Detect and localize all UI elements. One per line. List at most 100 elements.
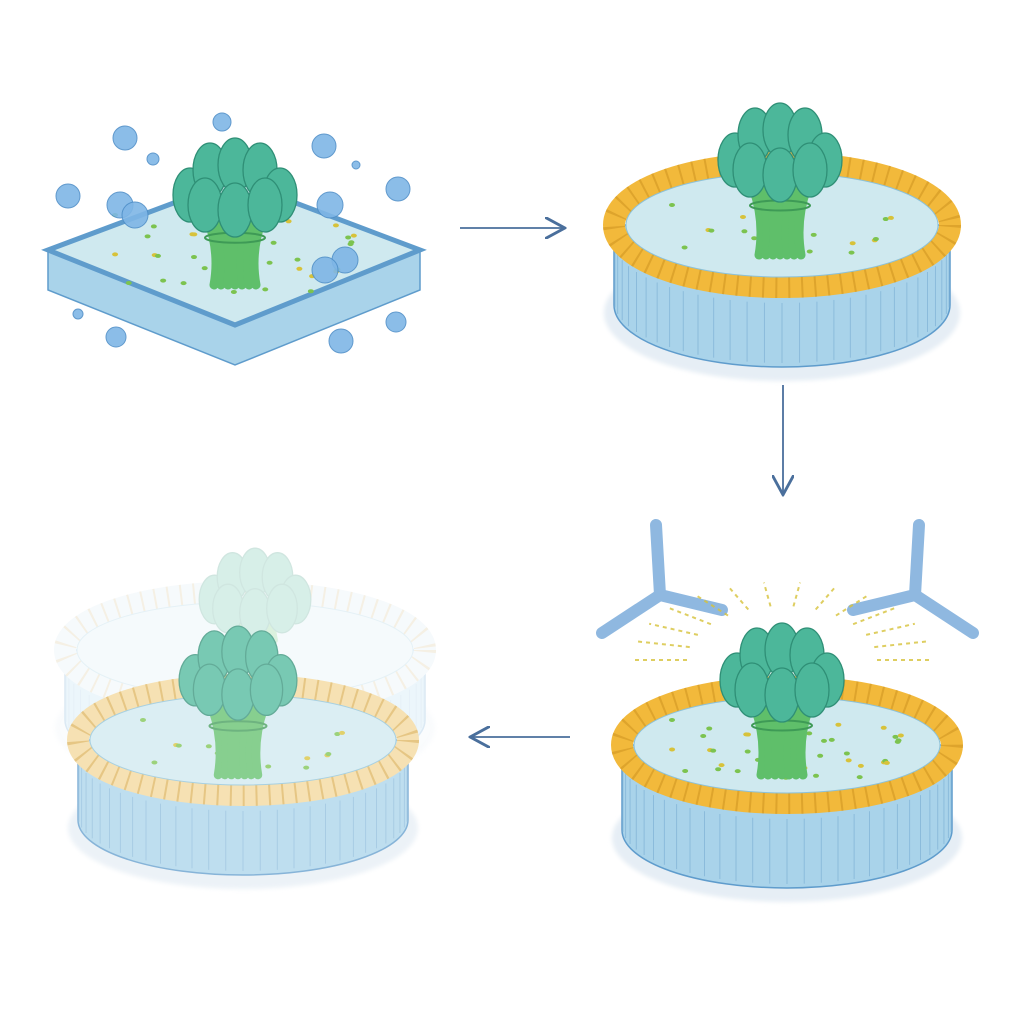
antibody-arm xyxy=(654,589,728,616)
debris-particle xyxy=(270,240,277,245)
protein-band xyxy=(227,610,283,622)
protein-lobe xyxy=(279,574,312,625)
bubble-icon xyxy=(121,201,149,229)
debris-particle xyxy=(175,743,182,748)
debris-particle xyxy=(112,252,119,257)
antibody-icon xyxy=(596,519,728,639)
debris-particle xyxy=(347,242,354,247)
protein-stalk xyxy=(243,215,258,290)
bubble-icon xyxy=(55,183,81,209)
debris-particle xyxy=(230,289,237,294)
debris-particle xyxy=(856,775,863,780)
debris-particle xyxy=(849,241,856,246)
debris-particle xyxy=(150,224,157,229)
bubble-icon xyxy=(385,311,407,333)
debris-particle xyxy=(739,214,746,219)
debris-particle xyxy=(857,763,864,768)
debris-particle xyxy=(828,737,835,742)
debris-particle xyxy=(303,765,310,770)
protein-lobe xyxy=(734,662,770,718)
debris-particle xyxy=(669,747,676,752)
protein-lobe xyxy=(249,663,284,717)
protein-complex-icon xyxy=(719,622,845,780)
bubble-icon xyxy=(72,308,84,320)
debris-particle xyxy=(821,738,828,743)
debris-particle xyxy=(700,733,707,738)
protein-lobe xyxy=(764,667,800,723)
release-streak xyxy=(648,622,699,636)
debris-particle xyxy=(294,257,301,262)
protein-complex-icon xyxy=(172,137,298,290)
nanodisc-with-protein xyxy=(603,102,961,381)
protein-lobe xyxy=(216,552,249,602)
debris-particle xyxy=(882,217,889,222)
bubble-icon xyxy=(212,112,232,132)
debris-particle xyxy=(682,769,689,774)
debris-particle xyxy=(191,232,198,237)
protein-complex-icon xyxy=(178,625,298,780)
antibody-icon xyxy=(847,519,979,639)
debris-particle xyxy=(345,235,352,240)
rim-segments xyxy=(611,676,963,814)
debris-particle xyxy=(734,769,741,774)
debris-particle xyxy=(669,718,675,722)
debris-particle xyxy=(745,732,752,737)
lipid-disc-icon xyxy=(67,674,419,889)
debris-particle xyxy=(883,760,890,765)
debris-particle xyxy=(872,237,879,242)
debris-particle xyxy=(897,733,904,738)
debris-particle xyxy=(669,203,675,207)
antibody-arm xyxy=(650,519,666,601)
bubble-icon xyxy=(385,176,411,202)
debris-particle xyxy=(307,289,314,294)
debris-particle xyxy=(880,725,887,730)
protein-lobe xyxy=(187,177,223,233)
debris-particle xyxy=(201,266,208,271)
debris-particle xyxy=(751,236,758,241)
debris-particle xyxy=(262,287,269,292)
debris-particle xyxy=(266,260,273,265)
bubble-icon xyxy=(146,152,160,166)
antibody-arm xyxy=(596,589,666,639)
debris-particle xyxy=(806,249,813,254)
debris-particle xyxy=(887,215,894,220)
protein-complex-icon xyxy=(717,102,843,260)
protein-lobe xyxy=(732,142,768,198)
protein-stalk xyxy=(759,703,774,780)
release-streak xyxy=(762,582,772,607)
debris-particle xyxy=(848,250,855,255)
debris-particle xyxy=(835,722,842,727)
bubble-icon xyxy=(351,160,361,170)
protein-stalk xyxy=(216,704,231,780)
debris-particle xyxy=(125,281,132,286)
protein-lobe xyxy=(261,552,294,602)
debris-particle xyxy=(718,763,725,768)
release-streak xyxy=(636,640,690,649)
protein-stalk xyxy=(212,215,227,290)
debris-particle xyxy=(140,718,146,722)
debris-particle xyxy=(741,229,748,234)
protein-lobe xyxy=(192,663,227,717)
debris-particle xyxy=(681,245,688,250)
rim-segments xyxy=(603,152,961,298)
debris-particle xyxy=(894,739,901,744)
debris-particle xyxy=(144,234,151,239)
debris-particle xyxy=(160,278,167,283)
release-streak xyxy=(865,622,916,636)
debris-particle xyxy=(350,233,357,238)
bubble-icon xyxy=(316,191,344,219)
bubble-icon xyxy=(311,133,337,159)
debris-particle xyxy=(744,749,751,754)
rim-segments xyxy=(67,674,419,806)
debris-particle xyxy=(806,731,813,736)
debris-particle xyxy=(715,767,722,772)
protein-lobe xyxy=(792,142,828,198)
antibody-arm xyxy=(909,519,925,601)
detergent-solubilized-membrane xyxy=(41,112,427,366)
protein-lobe xyxy=(217,182,253,238)
protein-lobe xyxy=(794,662,830,718)
debris-particle xyxy=(180,281,187,286)
debris-particle xyxy=(332,223,339,228)
debris-particle xyxy=(334,732,341,737)
debris-particle xyxy=(810,232,817,237)
